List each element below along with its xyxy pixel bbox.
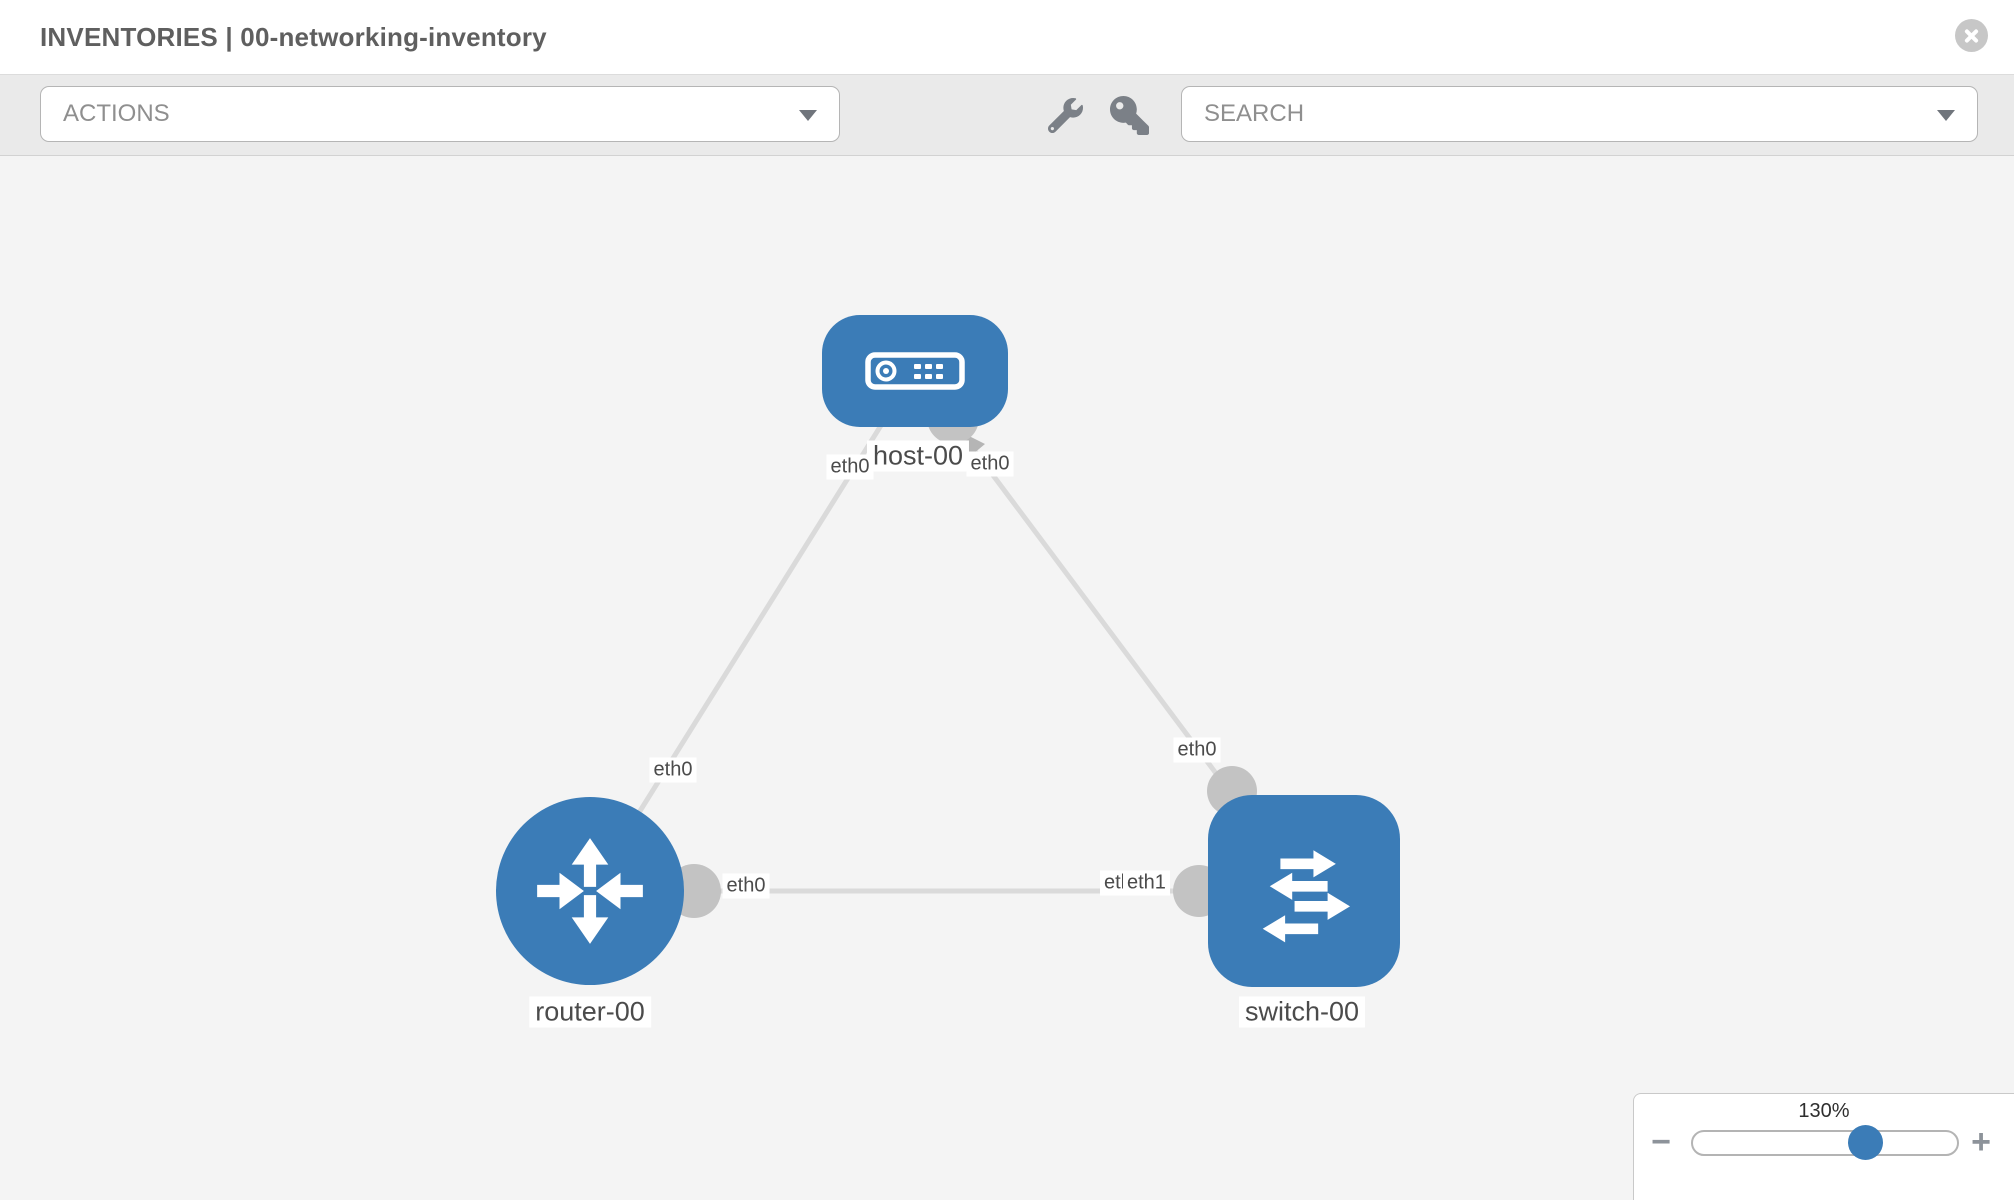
zoom-out-button[interactable]: − — [1651, 1123, 1671, 1161]
search-placeholder: SEARCH — [1204, 100, 1305, 127]
router-icon — [537, 838, 643, 944]
interface-label-switch-top: eth0 — [1173, 737, 1221, 763]
interface-label-switch-left: eth1 — [1123, 870, 1170, 896]
wrench-icon — [1047, 98, 1083, 134]
topology-canvas[interactable]: host-00 router-00 switch-00 eth0 eth0 et… — [0, 156, 2014, 1200]
zoom-level: 130% — [1798, 1100, 1850, 1122]
node-label-switch: switch-00 — [1238, 996, 1366, 1028]
interface-label-host-right: eth0 — [966, 451, 1014, 477]
header: INVENTORIES | 00-networking-inventory — [0, 0, 2014, 74]
zoom-in-button[interactable]: + — [1971, 1123, 1991, 1161]
page-title: INVENTORIES | 00-networking-inventory — [40, 22, 547, 52]
close-button[interactable] — [1955, 19, 1988, 52]
host-icon — [865, 352, 965, 390]
node-router-00[interactable] — [496, 797, 684, 985]
node-label-host: host-00 — [866, 440, 970, 472]
key-icon[interactable] — [1110, 96, 1149, 140]
node-host-00[interactable] — [822, 315, 1008, 427]
interface-label-router-right: eth0 — [722, 873, 770, 899]
actions-dropdown[interactable]: ACTIONS — [40, 86, 840, 142]
actions-dropdown-label: ACTIONS — [63, 100, 170, 127]
zoom-slider-thumb[interactable] — [1848, 1125, 1883, 1160]
zoom-panel: 130% − + — [1633, 1093, 2014, 1200]
zoom-slider-track[interactable] — [1691, 1125, 1959, 1160]
chevron-down-icon — [799, 110, 817, 121]
interface-label-router-top: eth0 — [649, 757, 697, 783]
node-switch-00[interactable] — [1208, 795, 1400, 987]
wrench-icon[interactable] — [1047, 98, 1083, 138]
toolbar: ACTIONS SEARCH — [0, 74, 2014, 156]
switch-icon — [1262, 850, 1351, 943]
node-label-router: router-00 — [529, 996, 651, 1028]
graph-links — [587, 369, 1307, 918]
search-dropdown[interactable]: SEARCH — [1181, 86, 1978, 142]
chevron-down-icon — [1937, 110, 1955, 121]
key-icon — [1110, 96, 1149, 135]
interface-label-host-left: eth0 — [826, 454, 874, 480]
